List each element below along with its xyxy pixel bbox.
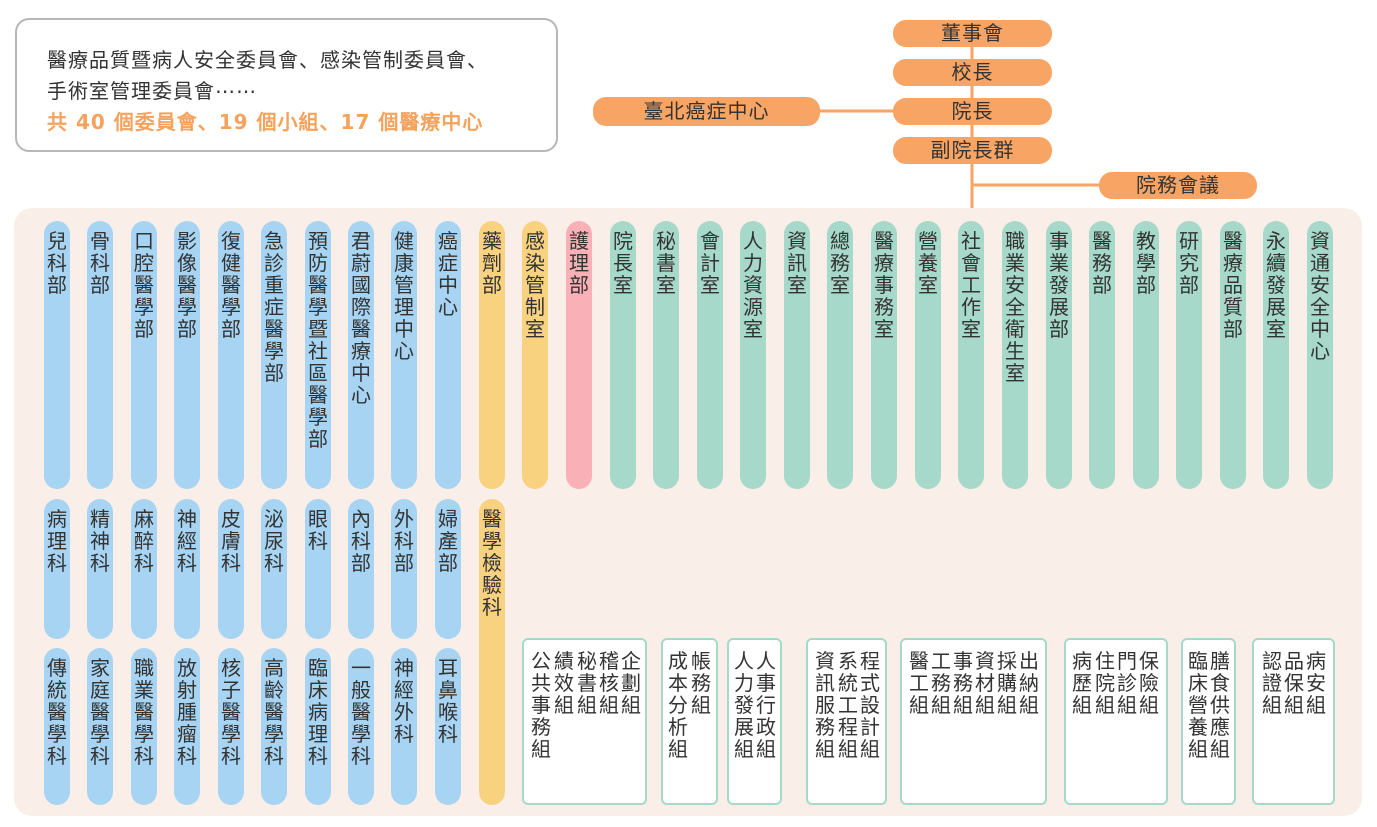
clinical-department: 復健醫學部 <box>218 221 244 489</box>
group-label: 人事行政組 <box>756 649 776 761</box>
committee-info-box: 醫療品質暨病人安全委員會、感染管制委員會、 手術室管理委員會⋯⋯ 共 40 個委… <box>15 18 558 152</box>
group-label: 成本分析組 <box>668 649 688 761</box>
secretary-groups-box: 公共事務組 績效組 秘書組 稽核組 企劃組 <box>522 638 647 805</box>
group-label: 公共事務組 <box>531 649 551 761</box>
administrative-unit: 秘書室 <box>653 221 679 489</box>
administrative-unit: 永續發展室 <box>1263 221 1289 489</box>
group-label: 資材組 <box>975 649 995 717</box>
clinical-department: 臨床病理科 <box>305 648 331 805</box>
nutrition-groups-box: 臨床營養組 膳食供應組 <box>1181 638 1236 805</box>
group-label: 臨床營養組 <box>1188 649 1208 761</box>
medical-affairs-groups-box: 病歷組 住院組 門診組 保險組 <box>1064 638 1168 805</box>
group-label: 醫工組 <box>909 649 929 717</box>
it-groups-box: 資訊服務組 系統工程組 程式設計組 <box>806 638 887 805</box>
nursing-department: 護理部 <box>566 221 592 489</box>
president-box: 校長 <box>893 59 1052 86</box>
hr-groups-box: 人力發展組 人事行政組 <box>727 638 782 805</box>
group-label: 稽核組 <box>599 649 619 717</box>
deputies-box: 副院長群 <box>893 137 1052 164</box>
committee-list-line-2: 手術室管理委員會⋯⋯ <box>47 79 257 103</box>
administrative-unit: 院長室 <box>610 221 636 489</box>
board-box: 董事會 <box>893 20 1052 47</box>
group-label: 住院組 <box>1095 649 1115 717</box>
group-label: 門診組 <box>1117 649 1137 717</box>
clinical-department: 皮膚科 <box>218 499 244 639</box>
infection-control-office: 感染管制室 <box>522 221 548 489</box>
administrative-unit: 會計室 <box>697 221 723 489</box>
group-label: 企劃組 <box>621 649 641 717</box>
group-label: 績效組 <box>554 649 574 717</box>
clinical-department: 急診重症醫學部 <box>261 221 287 489</box>
clinical-department: 傳統醫學科 <box>44 648 70 805</box>
group-label: 認證組 <box>1262 649 1282 717</box>
clinical-department: 病理科 <box>44 499 70 639</box>
administrative-unit: 資通安全中心 <box>1307 221 1333 489</box>
administrative-unit: 醫療事務室 <box>871 221 897 489</box>
clinical-department: 影像醫學部 <box>174 221 200 489</box>
clinical-department: 君蔚國際醫療中心 <box>348 221 374 489</box>
accounting-groups-box: 成本分析組 帳務組 <box>661 638 718 805</box>
clinical-department: 外科部 <box>391 499 417 639</box>
administrative-unit: 職業安全衛生室 <box>1002 221 1028 489</box>
clinical-department: 一般醫學科 <box>348 648 374 805</box>
clinical-department: 職業醫學科 <box>131 648 157 805</box>
administrative-unit: 營養室 <box>915 221 941 489</box>
administrative-unit: 人力資源室 <box>740 221 766 489</box>
clinical-department: 神經科 <box>174 499 200 639</box>
clinical-department: 眼科 <box>305 499 331 639</box>
group-label: 資訊服務組 <box>815 649 835 761</box>
clinical-department: 精神科 <box>87 499 113 639</box>
council-box: 院務會議 <box>1099 172 1257 199</box>
administrative-unit: 教學部 <box>1133 221 1159 489</box>
clinical-department: 家庭醫學科 <box>87 648 113 805</box>
clinical-department: 麻醉科 <box>131 499 157 639</box>
clinical-department: 高齡醫學科 <box>261 648 287 805</box>
group-label: 程式設計組 <box>860 649 880 761</box>
committee-summary: 共 40 個委員會、19 個小組、17 個醫療中心 <box>47 110 484 134</box>
clinical-department: 骨科部 <box>87 221 113 489</box>
committee-list-line-1: 醫療品質暨病人安全委員會、感染管制委員會、 <box>47 48 488 72</box>
clinical-department: 口腔醫學部 <box>131 221 157 489</box>
administrative-unit: 事業發展部 <box>1046 221 1072 489</box>
group-label: 工務組 <box>931 649 951 717</box>
quality-groups-box: 認證組 品保組 病安組 <box>1252 638 1335 805</box>
group-label: 膳食供應組 <box>1210 649 1230 761</box>
clinical-department: 耳鼻喉科 <box>435 648 461 805</box>
lab-medicine-department: 醫學檢驗科 <box>479 499 505 805</box>
group-label: 病歷組 <box>1072 649 1092 717</box>
clinical-department: 癌症中心 <box>435 221 461 489</box>
group-label: 帳務組 <box>691 649 711 717</box>
superintendent-box: 院長 <box>893 98 1052 125</box>
group-label: 品保組 <box>1284 649 1304 717</box>
group-label: 採購組 <box>997 649 1017 717</box>
clinical-department: 預防醫學暨社區醫學部 <box>305 221 331 489</box>
group-label: 出納組 <box>1019 649 1039 717</box>
group-label: 保險組 <box>1139 649 1159 717</box>
group-label: 事務組 <box>953 649 973 717</box>
group-label: 病安組 <box>1306 649 1326 717</box>
clinical-department: 健康管理中心 <box>391 221 417 489</box>
administrative-unit: 醫務部 <box>1089 221 1115 489</box>
clinical-department: 神經外科 <box>391 648 417 805</box>
general-affairs-groups-box: 醫工組 工務組 事務組 資材組 採購組 出納組 <box>900 638 1047 805</box>
clinical-department: 放射腫瘤科 <box>174 648 200 805</box>
clinical-department: 婦產部 <box>435 499 461 639</box>
administrative-unit: 總務室 <box>827 221 853 489</box>
group-label: 系統工程組 <box>838 649 858 761</box>
clinical-department: 泌尿科 <box>261 499 287 639</box>
administrative-unit: 資訊室 <box>784 221 810 489</box>
clinical-department: 兒科部 <box>44 221 70 489</box>
clinical-department: 核子醫學科 <box>218 648 244 805</box>
administrative-unit: 研究部 <box>1176 221 1202 489</box>
clinical-department: 內科部 <box>348 499 374 639</box>
cancer-center-box: 臺北癌症中心 <box>593 97 820 126</box>
group-label: 秘書組 <box>577 649 597 717</box>
pharmacy-department: 藥劑部 <box>479 221 505 489</box>
group-label: 人力發展組 <box>734 649 754 761</box>
administrative-unit: 社會工作室 <box>958 221 984 489</box>
administrative-unit: 醫療品質部 <box>1220 221 1246 489</box>
